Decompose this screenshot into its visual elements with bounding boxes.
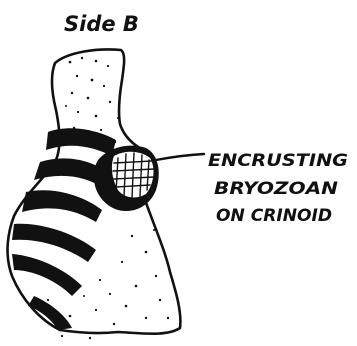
band-1 [46, 128, 116, 156]
band-5 [12, 254, 82, 296]
leader-line [156, 154, 204, 160]
annotation: ENCRUSTING BRYOZOAN ON CRINOID [208, 151, 348, 226]
annotation-line-2: BRYOZOAN [214, 179, 338, 199]
annotation-line-1: ENCRUSTING [208, 151, 348, 171]
bryozoan-encrustation [94, 146, 159, 211]
band-3 [22, 190, 102, 222]
annotation-line-3: ON CRINOID [216, 206, 332, 226]
figure-title: Side B [64, 12, 139, 36]
